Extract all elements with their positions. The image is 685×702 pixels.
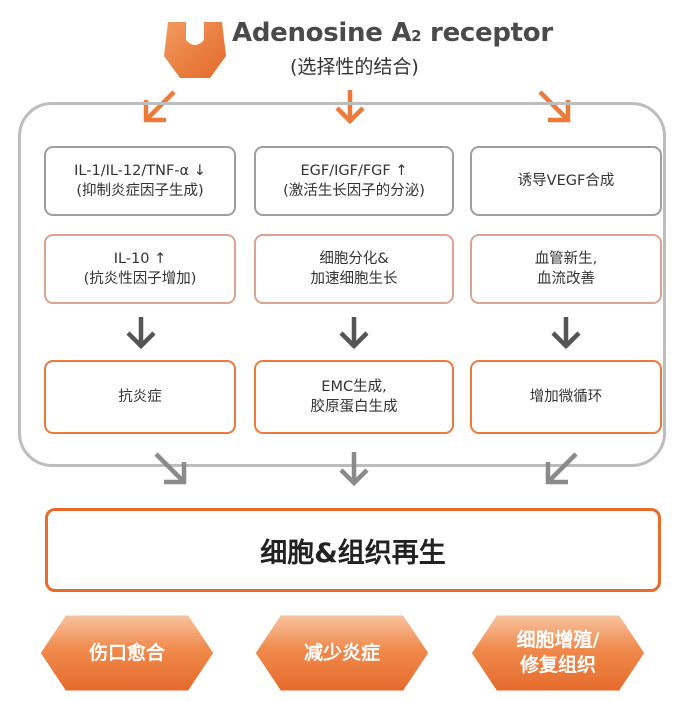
arrow-down-left-icon — [545, 452, 578, 485]
arrow-down-icon — [551, 317, 581, 350]
arrow-down-icon — [339, 317, 369, 350]
outcome-hexagon-cell-repair: 细胞增殖/ 修复组织 — [466, 610, 650, 696]
arrow-down-icon — [339, 452, 369, 487]
arrow-down-right-icon — [154, 452, 187, 485]
col2-row3-box: EMC生成, 胶原蛋白生成 — [254, 360, 454, 434]
outcome-hexagon-reduce-inflammation: 减少炎症 — [250, 610, 434, 696]
mechanism-frame — [18, 102, 666, 467]
outcome-label: 减少炎症 — [303, 641, 380, 664]
arrow-down-right-icon — [538, 90, 571, 123]
col3-row1-box: 诱导VEGF合成 — [470, 146, 662, 216]
receptor-icon — [160, 16, 230, 80]
result-box: 细胞&组织再生 — [45, 508, 661, 592]
col3-row2-box: 血管新生, 血流改善 — [470, 234, 662, 304]
col1-row3-box: 抗炎症 — [44, 360, 236, 434]
outcome-hexagon-wound-healing: 伤口愈合 — [35, 610, 219, 696]
page-title: Adenosine A2 receptor — [232, 18, 553, 48]
arrow-down-icon — [126, 317, 156, 350]
col2-row2-box: 细胞分化& 加速细胞生长 — [254, 234, 454, 304]
col1-row2-box: IL-10 ↑ (抗炎性因子增加) — [44, 234, 236, 304]
page-subtitle: (选择性的结合) — [290, 56, 419, 78]
arrow-down-icon — [335, 90, 365, 125]
col2-row1-box: EGF/IGF/FGF ↑ (激活生长因子的分泌) — [254, 146, 454, 216]
col3-row3-box: 增加微循环 — [470, 360, 662, 434]
arrow-down-left-icon — [143, 90, 176, 123]
col1-row1-box: IL-1/IL-12/TNF-α ↓ (抑制炎症因子生成) — [44, 146, 236, 216]
outcome-label: 细胞增殖/ 修复组织 — [516, 629, 600, 676]
outcome-label: 伤口愈合 — [88, 641, 165, 664]
